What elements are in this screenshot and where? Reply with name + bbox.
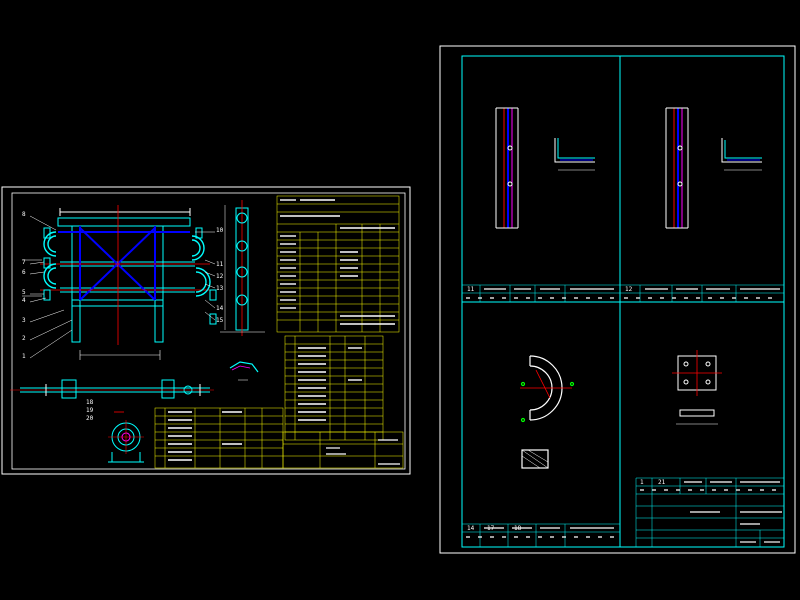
balloon-label: 10	[216, 227, 224, 234]
balloon-label: 19	[86, 407, 94, 414]
panel-number-label: 12	[625, 286, 633, 293]
sheet-1	[1, 186, 411, 475]
frame-assembly-view	[57, 208, 195, 343]
flanges	[43, 227, 217, 325]
title-strip-label: 18	[514, 525, 522, 532]
title-block-text-marks	[326, 439, 400, 465]
balloon-label: 13	[216, 285, 224, 292]
pipe-section-view	[10, 379, 214, 399]
side-elevation-view	[220, 200, 265, 336]
sheet-1-inner-frame	[11, 192, 406, 470]
balloon-label: 3	[22, 317, 26, 324]
panel-title-strips-top-text	[466, 288, 780, 299]
balloon-label: 8	[22, 211, 26, 218]
frame-bracing	[58, 226, 190, 301]
balloon-label: 15	[216, 317, 224, 324]
balloon-label: 18	[86, 399, 94, 406]
u-bends	[43, 231, 211, 297]
bottom-title-strips	[462, 477, 784, 547]
panel-3-u-bend-detail	[520, 355, 575, 469]
sheet-2	[439, 45, 796, 554]
parts-list-table	[154, 335, 384, 469]
title-strip-label: 1	[640, 479, 644, 486]
title-strip-label: 17	[487, 525, 495, 532]
balloon-label: 14	[216, 305, 224, 312]
balloon-label: 5	[22, 289, 26, 296]
panel-title-strips-top	[462, 284, 784, 302]
sheet-2-outer-frame	[439, 45, 796, 554]
technical-table-text-marks	[280, 199, 395, 325]
balloon-label: 20	[86, 415, 94, 422]
balloon-label: 12	[216, 273, 224, 280]
balloon-label: 6	[22, 269, 26, 276]
leader-lines	[29, 215, 216, 359]
bracket-detail	[229, 361, 259, 381]
sheet-1-title-block	[282, 431, 404, 469]
title-strip-label: 14	[467, 525, 475, 532]
title-strip-label: 21	[658, 479, 666, 486]
panel-4-plate-detail	[672, 350, 722, 425]
parts-list-text-marks	[168, 347, 362, 461]
panel-number-label: 11	[467, 286, 475, 293]
dimension-lines	[22, 259, 161, 360]
bottom-title-strips-text	[466, 481, 782, 543]
balloon-label: 2	[22, 335, 26, 342]
panel-2-member-detail	[665, 107, 762, 229]
round-detail-view	[108, 411, 144, 463]
panel-1-member-detail	[495, 107, 595, 229]
balloon-label: 4	[22, 297, 26, 304]
balloon-label: 1	[22, 353, 26, 360]
balloon-label: 7	[22, 259, 26, 266]
balloon-label: 11	[216, 261, 224, 268]
sheet-1-outer-frame	[1, 186, 411, 475]
technical-data-table	[276, 195, 400, 333]
frame-centerlines	[40, 205, 210, 345]
